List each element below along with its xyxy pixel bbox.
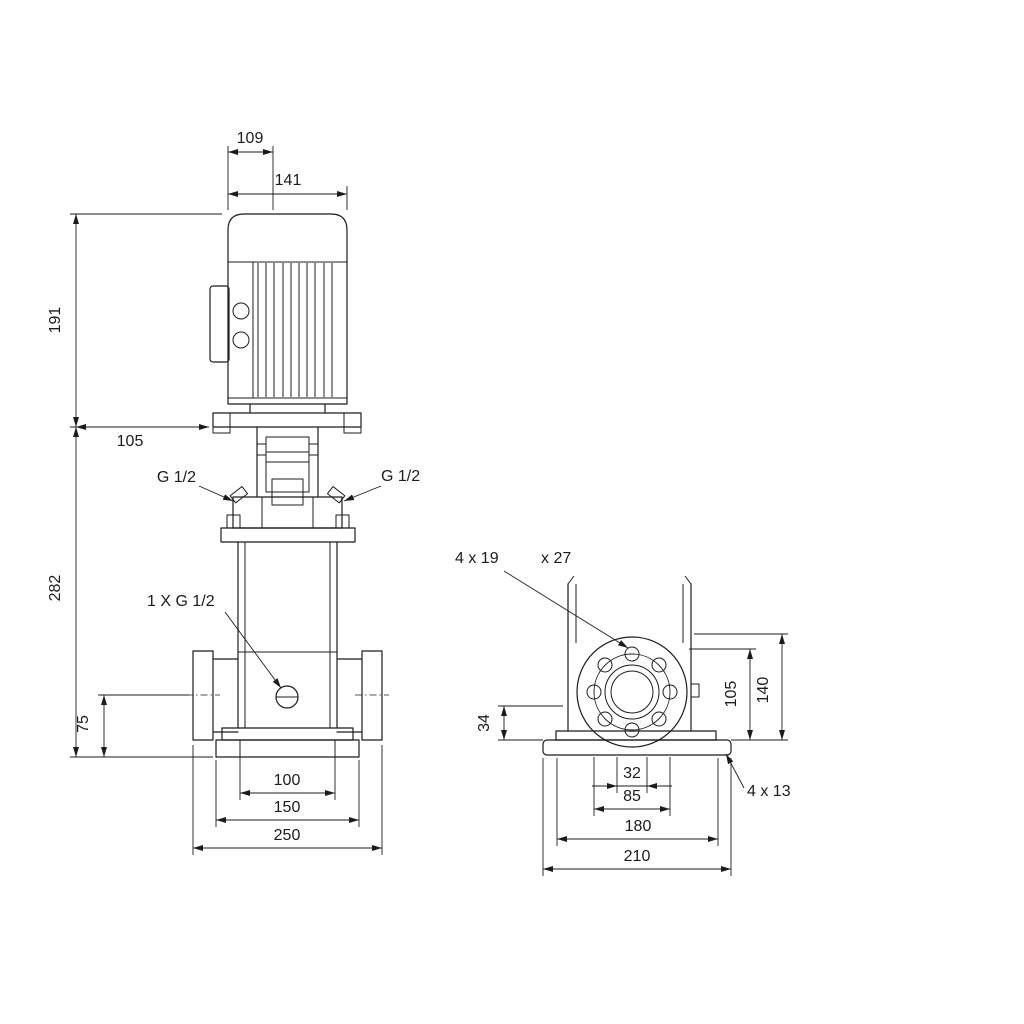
flange-outer-circle [576, 636, 688, 748]
column-break-tick [567, 575, 575, 585]
motor-body [227, 213, 348, 405]
coupling-bolt [256, 443, 267, 456]
dim-85-label: 85 [623, 788, 641, 805]
vent-plug-right [326, 486, 346, 504]
dim-105-front: 105 [76, 424, 209, 450]
dim-75-label: 75 [75, 715, 92, 733]
front-view: G 1/2 G 1/2 1 X G 1/2 109 141 [47, 130, 420, 855]
dim-210: 210 [542, 758, 732, 876]
dim-100-label: 100 [274, 772, 301, 789]
flange-bolt-holes [586, 646, 678, 738]
motor-flange [212, 412, 362, 428]
staybolt-nut [226, 514, 241, 529]
shaft-coupling [265, 436, 310, 493]
column-clip [690, 683, 700, 698]
flange-raised-face [604, 664, 660, 720]
motor-flange-foot [343, 426, 362, 434]
dim-282: 282 [47, 427, 213, 758]
base-slab-side [542, 739, 732, 756]
dim-141-label: 141 [275, 172, 302, 189]
cable-entry-hole [232, 302, 250, 320]
dim-105-side-label: 105 [723, 681, 740, 708]
dim-32-label: 32 [623, 765, 641, 782]
dim-100: 100 [239, 757, 336, 800]
dim-191-label: 191 [47, 307, 64, 334]
flange-bolt-circle [593, 653, 671, 731]
vent-plug-left-callout: G 1/2 [157, 469, 234, 502]
port-flanges [186, 650, 389, 741]
side-port-flange [576, 636, 688, 748]
motor [209, 213, 362, 434]
dim-180: 180 [556, 758, 719, 846]
base-block [215, 739, 360, 758]
dim-34: 34 [476, 705, 563, 741]
coupling-guard-window [271, 478, 304, 506]
base-bolt-note: 4 x 13 [747, 783, 791, 800]
dim-250-label: 250 [274, 827, 301, 844]
vent-plug-left-label: G 1/2 [157, 469, 196, 486]
dim-109-label: 109 [237, 130, 264, 147]
cable-entry-hole [232, 331, 250, 349]
side-base [542, 730, 732, 756]
dim-75: 75 [75, 694, 189, 757]
dim-85: 85 [593, 757, 671, 816]
coupling-bolt [308, 443, 319, 456]
discharge-flange [361, 650, 383, 741]
flange-bolt-note-2: x 27 [541, 550, 571, 567]
drain-plug-leader [224, 611, 282, 689]
dim-140: 140 [694, 633, 788, 740]
dim-210-label: 210 [624, 848, 651, 865]
terminal-box [209, 285, 230, 363]
base-bolt-callout: 4 x 13 [725, 753, 791, 800]
dim-282-label: 282 [47, 575, 64, 602]
dim-180-label: 180 [625, 818, 652, 835]
coupling [256, 426, 319, 506]
dim-150: 150 [215, 760, 360, 827]
vent-plug-right-label: G 1/2 [381, 468, 420, 485]
flange-bore [610, 670, 654, 714]
dim-109: 109 [227, 130, 274, 210]
pump-head [220, 486, 356, 543]
chamber-stack [237, 541, 338, 729]
dim-250: 250 [192, 745, 383, 855]
motor-cooling-fins [257, 263, 333, 397]
drain-plug-callout: 1 X G 1/2 [147, 593, 282, 689]
column-break-tick [684, 575, 692, 585]
dim-105-front-label: 105 [117, 433, 144, 450]
staybolt-nut [335, 514, 350, 529]
pump-head-body [232, 496, 343, 529]
side-view: 4 x 19 x 27 4 x 13 34 105 140 [455, 550, 791, 876]
suction-flange [192, 650, 214, 741]
flange-bolt-callout: 4 x 19 x 27 [455, 550, 629, 649]
dim-140-label: 140 [755, 677, 772, 704]
dim-191: 191 [47, 213, 222, 428]
dim-141: 141 [228, 172, 348, 210]
dim-150-label: 150 [274, 799, 301, 816]
motor-flange-foot [212, 426, 231, 434]
flange-bolt-note: 4 x 19 [455, 550, 499, 567]
side-column [567, 575, 700, 732]
base-bolt-leader [725, 753, 745, 789]
vent-plug-right-callout: G 1/2 [343, 468, 420, 502]
pump-base [215, 727, 360, 758]
dim-105-side: 105 [689, 648, 788, 741]
head-flange-plate [220, 527, 356, 543]
dim-32: 32 [592, 757, 672, 793]
drain-plug-label: 1 X G 1/2 [147, 593, 215, 610]
vent-plug-right-leader [343, 485, 382, 502]
dim-34-label: 34 [476, 714, 493, 732]
vent-plug-left-leader [198, 485, 234, 502]
flange-bolt-leader [503, 570, 629, 649]
base-upper-plate [221, 727, 354, 741]
drain-plug [275, 685, 299, 709]
